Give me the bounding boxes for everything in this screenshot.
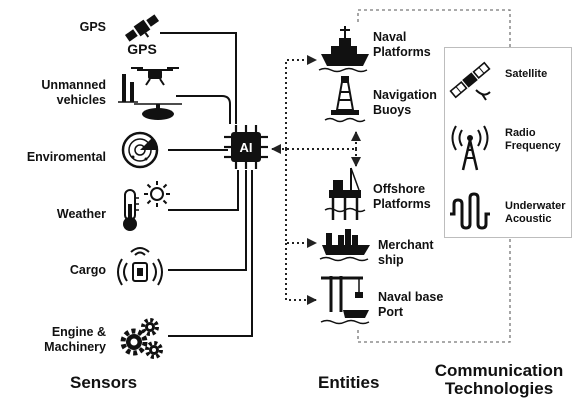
comm-label-underwater: Underwater Acoustic xyxy=(505,200,566,226)
entity-merchant-line2: ship xyxy=(378,253,404,267)
heading-entities: Entities xyxy=(318,373,380,392)
entity-label-naval-platforms: Naval Platforms xyxy=(373,30,431,60)
entity-label-offshore-platforms: Offshore Platforms xyxy=(373,182,431,212)
comm-underwater-line1: Underwater xyxy=(505,200,566,212)
connector-engine xyxy=(168,170,253,337)
thermometer-icon xyxy=(123,189,139,231)
connector-comm-top xyxy=(357,9,511,47)
sensor-label-cargo: Cargo xyxy=(69,263,106,277)
connector-gps xyxy=(160,32,237,124)
comm-connectors xyxy=(357,9,511,343)
submarine-icon xyxy=(118,74,138,103)
entity-naval-line1: Naval xyxy=(373,30,407,44)
comm-label-satellite: Satellite xyxy=(505,68,548,80)
entity-port-line1: Naval base xyxy=(378,290,444,304)
rfid-tag-icon xyxy=(117,247,163,286)
sensor-label-unmanned-line2: vehicles xyxy=(56,93,106,107)
sensor-label-environmental: Enviromental xyxy=(26,150,106,164)
entity-buoys-line1: Navigation xyxy=(373,88,437,102)
sensor-label-engine-line2: Machinery xyxy=(44,340,106,354)
sensor-label-unmanned-line1: Unmanned xyxy=(41,78,106,92)
sun-icon xyxy=(144,181,170,207)
entity-offshore-line1: Offshore xyxy=(373,182,426,196)
sensor-connectors xyxy=(160,32,253,337)
connector-naval-base xyxy=(285,243,317,305)
connector-cargo xyxy=(168,170,247,271)
ai-chip-icon: AI xyxy=(224,125,268,169)
comm-radio-line1: Radio xyxy=(505,127,536,139)
heading-communication-line2: Technologies xyxy=(444,379,554,398)
connector-naval-platforms xyxy=(285,55,317,149)
heading-communication: Communication Technologies xyxy=(424,362,574,398)
connector-merchant-ship xyxy=(285,149,317,248)
connector-unmanned xyxy=(176,95,231,124)
connector-comm-bottom xyxy=(357,236,511,343)
heading-communication-line1: Communication xyxy=(434,361,564,380)
entity-buoys-line2: Buoys xyxy=(373,103,412,117)
entity-connectors xyxy=(271,55,361,305)
sensor-label-gps: GPS xyxy=(79,20,106,34)
radar-icon xyxy=(121,131,159,169)
comm-label-radio: Radio Frequency xyxy=(505,127,561,153)
gps-icon: GPS xyxy=(124,14,160,57)
naval-ship-icon xyxy=(318,26,369,73)
entity-label-naval-base-port: Naval base Port xyxy=(378,290,443,320)
port-crane-icon xyxy=(320,276,370,325)
entity-naval-line2: Platforms xyxy=(373,45,431,59)
offshore-platform-icon xyxy=(324,167,366,220)
heading-sensors: Sensors xyxy=(70,373,138,392)
underwater-vehicle-icon xyxy=(134,103,182,120)
gears-icon xyxy=(120,318,163,359)
entity-port-line2: Port xyxy=(378,305,403,319)
sensor-label-engine-line1: Engine & xyxy=(51,325,106,339)
buoy-icon xyxy=(324,76,366,123)
merchant-ship-icon xyxy=(319,229,370,262)
entity-merchant-line1: Merchant xyxy=(378,238,434,252)
comm-underwater-line2: Acoustic xyxy=(505,213,552,225)
drone-icon xyxy=(131,67,179,86)
entity-label-merchant-ship: Merchant ship xyxy=(378,238,434,268)
sensor-label-engine: Engine & Machinery xyxy=(44,325,106,355)
ai-chip-label: AI xyxy=(240,140,253,155)
sensor-label-weather: Weather xyxy=(56,207,106,221)
entity-label-navigation-buoys: Navigation Buoys xyxy=(373,88,437,118)
gps-icon-text: GPS xyxy=(127,41,157,57)
sensor-label-unmanned: Unmanned vehicles xyxy=(41,78,106,108)
connector-weather xyxy=(168,170,239,211)
entity-offshore-line2: Platforms xyxy=(373,197,431,211)
comm-radio-line2: Frequency xyxy=(505,140,561,152)
